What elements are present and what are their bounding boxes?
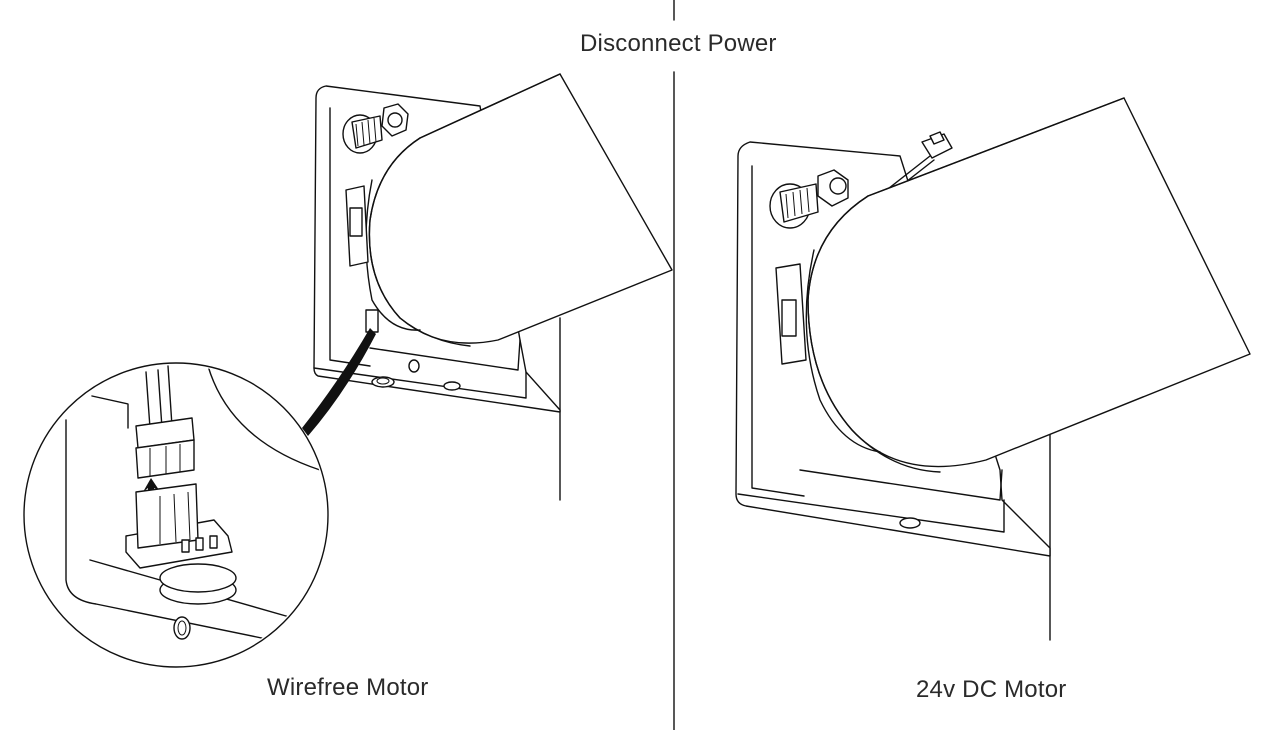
wirefree-motor-illustration: [23, 73, 673, 668]
motor-tube-left: [365, 73, 673, 347]
bolt-right: [769, 169, 849, 229]
title-disconnect-power: Disconnect Power: [580, 30, 777, 57]
dc-motor-illustration: [735, 97, 1251, 641]
label-wirefree-motor: Wirefree Motor: [267, 674, 429, 701]
motor-tube-right: [805, 97, 1251, 473]
label-24v-dc-motor: 24v DC Motor: [916, 676, 1067, 703]
bolt-left: [342, 103, 409, 154]
detail-magnifier: [23, 362, 329, 668]
